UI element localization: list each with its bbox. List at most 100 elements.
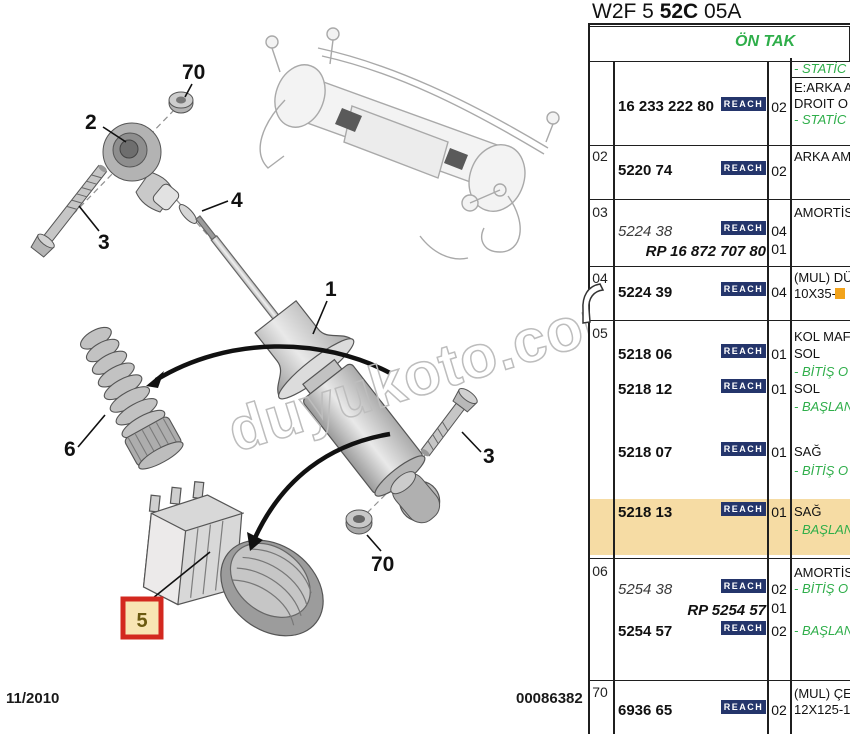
part-number[interactable]: 5224 39 <box>618 284 673 301</box>
description-line: (MUL) DÜ <box>794 270 850 285</box>
row-number: 06 <box>592 563 608 579</box>
quantity: 01 <box>771 444 787 460</box>
description-line: SAĞ <box>794 504 822 519</box>
reach-badge[interactable]: REACH <box>721 97 766 111</box>
table-row-4: 04 5224 39 REACH 04 (MUL) DÜ 10X35-4 <box>588 266 850 321</box>
document-number: 00086382 <box>516 690 583 707</box>
reach-badge[interactable]: REACH <box>721 282 766 296</box>
reach-badge[interactable]: REACH <box>721 700 766 714</box>
row-number: 05 <box>592 325 608 341</box>
part-label-70-bottom: 70 <box>371 553 394 576</box>
part-bolt-3-left <box>30 164 108 258</box>
part-number[interactable]: 6936 65 <box>618 702 673 719</box>
quantity: 02 <box>771 163 787 179</box>
selected-part-label-box[interactable]: 5 <box>120 596 164 640</box>
description-line: 12X125-1 <box>794 702 850 717</box>
table-column-divider <box>613 61 615 734</box>
part-bushing-2 <box>102 122 180 213</box>
row-number: 70 <box>592 684 608 700</box>
description-line: SOL <box>794 346 821 361</box>
part-bump-stop-6 <box>79 326 184 470</box>
table-row-2: 02 5220 74 REACH 02 ARKA AM <box>588 145 850 200</box>
reach-badge[interactable]: REACH <box>721 579 766 593</box>
part-label-4: 4 <box>231 189 243 212</box>
description-note: - BAŞLAN <box>794 522 850 537</box>
part-number-selected[interactable]: 5218 13 <box>618 504 673 521</box>
table-column-divider <box>767 61 769 734</box>
reach-badge[interactable]: REACH <box>721 442 766 456</box>
part-shield-5 <box>220 539 324 637</box>
reach-badge[interactable]: REACH <box>721 621 766 635</box>
part-washer-4 <box>178 204 198 224</box>
part-number[interactable]: 5218 07 <box>618 444 673 461</box>
part-nut-70-top <box>168 91 194 114</box>
quantity: 01 <box>771 600 787 616</box>
leader-lines <box>77 83 482 599</box>
part-number[interactable]: 5254 57 <box>618 623 673 640</box>
description-note: - BİTİŞ O <box>794 463 849 478</box>
curved-arrow-to-shield <box>247 431 391 551</box>
part-number[interactable]: 5254 38 <box>618 581 673 598</box>
description-heading: AMORTİS <box>794 565 850 580</box>
parts-diagram: duyukoto.com 70 2 3 4 1 6 3 70 5 <box>30 27 644 640</box>
page-code-header: W2F 5 52C 05A <box>592 0 741 24</box>
edition-date: 11/2010 <box>6 690 60 707</box>
part-number[interactable]: 5220 74 <box>618 162 673 179</box>
reach-badge[interactable]: REACH <box>721 379 766 393</box>
parts-table-panel: W2F 5 52C 05A ÖN TAK - STATİC 16 233 222… <box>582 0 850 734</box>
part-label-70-top: 70 <box>182 61 205 84</box>
part-label-1: 1 <box>325 278 337 301</box>
reach-badge[interactable]: REACH <box>721 161 766 175</box>
replacement-part-number[interactable]: RP 5254 57 <box>687 602 766 619</box>
quantity: 02 <box>771 99 787 115</box>
part-label-2: 2 <box>85 111 97 134</box>
quantity: 01 <box>771 504 787 520</box>
table-row-70: 70 6936 65 REACH 02 (MUL) ÇE 12X125-1 <box>588 680 850 734</box>
part-icon <box>582 283 605 324</box>
row-number: 03 <box>592 204 608 220</box>
description-note: - BİTİŞ O <box>794 581 849 596</box>
description-line: DROIT O <box>794 96 848 111</box>
code-prefix: W2F 5 <box>592 0 660 23</box>
reach-badge[interactable]: REACH <box>721 502 766 516</box>
part-number[interactable]: 5224 38 <box>618 223 673 240</box>
quantity: 02 <box>771 581 787 597</box>
rear-axle-sketch <box>259 27 560 260</box>
part-number[interactable]: 16 233 222 80 <box>618 98 714 115</box>
description-note: - STATİC <box>794 112 847 127</box>
part-number[interactable]: 5218 12 <box>618 381 673 398</box>
reach-badge[interactable]: REACH <box>721 221 766 235</box>
row-number: 04 <box>592 270 608 286</box>
replacement-part-number[interactable]: RP 16 872 707 80 <box>645 243 766 260</box>
description-line: AMORTİS <box>794 205 850 220</box>
part-eye-bushing <box>390 471 441 524</box>
row-number: 02 <box>592 148 608 164</box>
part-number[interactable]: 5218 06 <box>618 346 673 363</box>
table-row-1: - STATİC 16 233 222 80 REACH 02 E:ARKA A… <box>588 61 850 145</box>
description-heading: KOL MAF <box>794 329 850 344</box>
quantity: 01 <box>771 241 787 257</box>
code-suffix: 05A <box>698 0 742 23</box>
description-line: 10X35-4 <box>794 286 844 301</box>
section-title: ÖN TAK <box>735 33 796 50</box>
reach-badge[interactable]: REACH <box>721 344 766 358</box>
description-line: (MUL) ÇE <box>794 686 850 701</box>
description-line: ARKA AM <box>794 149 850 164</box>
quantity: 02 <box>771 702 787 718</box>
description-line: E:ARKA A <box>794 80 850 95</box>
highlighted-row-band[interactable] <box>589 499 850 555</box>
quantity: 02 <box>771 623 787 639</box>
description-line: SAĞ <box>794 444 822 459</box>
curved-arrow-to-bump-stop <box>146 344 392 388</box>
part-bracket-5 <box>142 480 244 606</box>
quantity: 01 <box>771 346 787 362</box>
table-row-3: 03 5224 38 REACH 04 RP 16 872 707 80 01 … <box>588 199 850 267</box>
table-row-5: 05 KOL MAF 5218 06 REACH 01 SOL - BİTİŞ … <box>588 320 850 559</box>
part-bolt-3-right <box>420 387 478 457</box>
quantity: 04 <box>771 284 787 300</box>
table-column-divider <box>790 58 792 734</box>
section-title-row: ÖN TAK <box>588 26 850 62</box>
part-nut-70-bottom <box>345 509 373 535</box>
quantity: 01 <box>771 381 787 397</box>
